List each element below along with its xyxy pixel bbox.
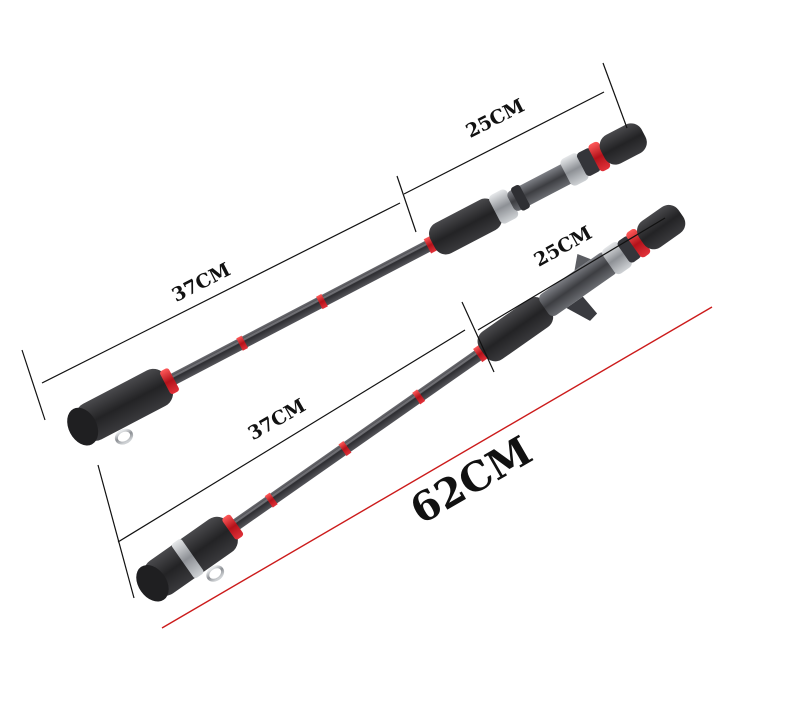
top-rod-accent-ring [423, 235, 439, 254]
bottom-blank-dimension-line [117, 329, 466, 543]
top-spinning-rod [67, 123, 647, 446]
bottom-rod-accent-ring [473, 344, 489, 363]
bottom-rod-reel-seat [539, 252, 617, 317]
total-length-label: 62CM [402, 427, 540, 534]
dimension-lines [21, 62, 666, 599]
bottom-rod-hook-keeper [206, 565, 225, 582]
top-blank-dimension-line [41, 202, 401, 384]
bottom-rod-trigger [566, 296, 598, 321]
top-rod-accent-ring [316, 293, 328, 310]
top-rod-blank [158, 238, 436, 391]
top-rod-fore-grip [429, 198, 502, 255]
top-rod-end-grip [599, 123, 647, 165]
bottom-rod-butt-cap [136, 565, 169, 602]
bottom-rod-end-grip [637, 204, 686, 250]
bottom-casting-rod [136, 204, 686, 602]
top-handle-dimension-line [403, 91, 605, 195]
total-length-line [161, 306, 713, 629]
bottom-handle-dimension-line [477, 217, 666, 331]
bottom-rod-accent-ring [264, 492, 278, 508]
top-rod-accent-ring [236, 335, 249, 351]
bottom-rod-fore-grip [477, 297, 554, 362]
top-rod-butt-cap [67, 407, 99, 446]
top-rod-hook-keeper [114, 428, 134, 445]
bottom-blank-length-label: 37CM [244, 395, 309, 445]
bottom-rod-accent-ring [412, 389, 426, 405]
top-blank-length-label: 37CM [168, 259, 234, 307]
bottom-rod-accent-ring [338, 441, 352, 456]
top-rod-rear-grip [75, 368, 173, 441]
